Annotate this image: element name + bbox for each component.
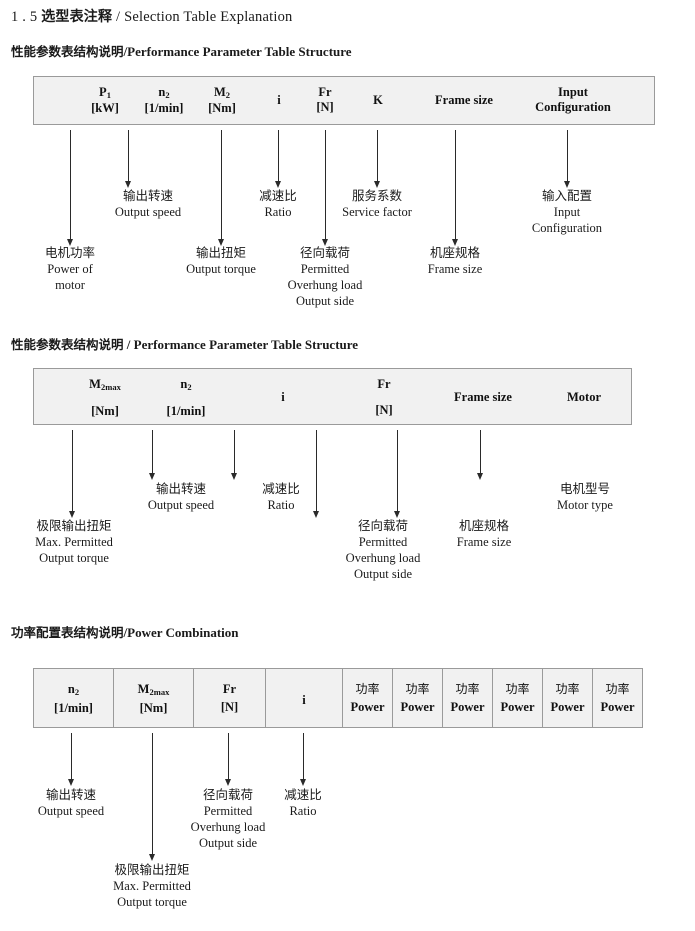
note-overhung-load-3: 径向载荷 Permitted Overhung load Output side (190, 787, 266, 850)
table3-col-power-1: 功率 Power (350, 682, 385, 714)
table3-col-m2max: M2max [Nm] (137, 682, 170, 715)
table1-col-i: i (277, 93, 281, 107)
note-motor-type: 电机型号 Motor type (557, 481, 613, 512)
arrow-to-note-overhung-load (321, 130, 330, 246)
table3-col-fr: Fr [N] (220, 682, 239, 714)
table3-col-power-2: 功率 Power (400, 682, 435, 714)
arrow-to-note-max-permitted-output-torque (68, 430, 77, 518)
section-1-heading: 性能参数表结构说明/Performance Parameter Table St… (11, 41, 352, 60)
page-title-separator: / (116, 9, 121, 25)
note-max-permitted-output-torque: 极限输出扭矩 Max. Permitted Output torque (35, 518, 113, 565)
note-max-permitted-output-torque-3: 极限输出扭矩 Max. Permitted Output torque (113, 862, 191, 909)
note-output-speed-2: 输出转速 Output speed (147, 481, 215, 512)
table3-divider-3 (265, 669, 266, 727)
arrow-to-note-ratio-3 (299, 733, 308, 786)
section-2-heading-en: Performance Parameter Table Structure (133, 337, 359, 352)
section-1-heading-en: Performance Parameter Table Structure (127, 44, 352, 59)
table3-divider-4 (342, 669, 343, 727)
note-output-speed: 输出转速 Output speed (114, 188, 182, 219)
table2-col-frame-size: Frame size (454, 390, 512, 404)
table3-divider-9 (592, 669, 593, 727)
table2-col-m2max: M2max [Nm] (89, 377, 121, 418)
section-3-heading-en: Power Combination (127, 625, 239, 640)
table1-col-n2: n2 [1/min] (144, 85, 184, 115)
note-output-speed-3: 输出转速 Output speed (37, 787, 105, 818)
arrow-to-note-frame-size-2 (393, 430, 402, 518)
section-2-heading: 性能参数表结构说明 / Performance Parameter Table … (11, 334, 358, 353)
arrow-to-note-motor-type (476, 430, 485, 480)
table2-col-i: i (281, 390, 285, 404)
section-2-heading-cn: 性能参数表结构说明 (11, 337, 124, 352)
table2-col-n2: n2 [1/min] (166, 377, 206, 418)
arrow-to-note-ratio (274, 130, 283, 188)
arrow-to-note-power-of-motor (66, 130, 75, 246)
section-1-heading-separator: / (123, 44, 128, 59)
note-input-configuration: 输入配置 Input Configuration (531, 188, 603, 235)
arrow-to-note-max-permitted-output-torque-3 (148, 733, 157, 861)
performance-parameter-table-2: M2max [Nm] n2 [1/min] i Fr [N] Frame siz… (33, 368, 632, 425)
arrow-to-note-output-speed (124, 130, 133, 188)
arrow-to-note-output-speed-3 (67, 733, 76, 786)
note-power-of-motor: 电机功率 Power of motor (44, 245, 96, 292)
performance-parameter-table-1: P1 [kW] n2 [1/min] M2 [Nm] i Fr [N] K Fr… (33, 76, 655, 125)
table1-col-frame-size: Frame size (435, 93, 493, 107)
table2-col-fr: Fr [N] (375, 377, 393, 417)
note-ratio-2: 减速比 Ratio (262, 481, 300, 512)
table3-col-power-4: 功率 Power (500, 682, 535, 714)
note-ratio: 减速比 Ratio (259, 188, 297, 219)
table2-col-motor: Motor (566, 390, 601, 404)
page-title: 1 . 5 选型表注释 / Selection Table Explanatio… (11, 6, 293, 26)
note-overhung-load: 径向载荷 Permitted Overhung load Output side (287, 245, 363, 308)
note-ratio-3: 减速比 Ratio (284, 787, 322, 818)
note-service-factor: 服务系数 Service factor (342, 188, 412, 219)
arrow-to-note-input-configuration (563, 130, 572, 188)
power-combination-table: n2 [1/min] M2max [Nm] Fr [N] i 功率 Power … (33, 668, 643, 728)
table3-col-power-3: 功率 Power (450, 682, 485, 714)
table1-col-k: K (373, 93, 383, 107)
arrow-to-note-output-speed-2 (148, 430, 157, 480)
arrow-to-note-overhung-load-2 (312, 430, 321, 518)
table3-divider-2 (193, 669, 194, 727)
page-title-en: Selection Table Explanation (124, 9, 293, 25)
section-3-heading-cn: 功率配置表结构说明 (11, 625, 124, 640)
note-frame-size: 机座规格 Frame size (427, 245, 483, 276)
section-1-heading-cn: 性能参数表结构说明 (11, 44, 124, 59)
table3-col-power-6: 功率 Power (600, 682, 635, 714)
table1-col-p1: P1 [kW] (91, 85, 119, 115)
table1-col-fr: Fr [N] (316, 85, 334, 114)
table3-divider-5 (392, 669, 393, 727)
arrow-to-note-frame-size (451, 130, 460, 246)
table3-divider-1 (113, 669, 114, 727)
note-overhung-load-2: 径向载荷 Permitted Overhung load Output side (345, 518, 421, 581)
arrow-to-note-output-torque (217, 130, 226, 246)
table3-divider-6 (442, 669, 443, 727)
section-2-heading-separator: / (126, 337, 131, 352)
section-3-heading: 功率配置表结构说明/Power Combination (11, 622, 239, 641)
section-3-heading-separator: / (123, 625, 128, 640)
page-title-cn: 选型表注释 (41, 9, 113, 25)
arrow-to-note-ratio-2 (230, 430, 239, 480)
arrow-to-note-service-factor (373, 130, 382, 188)
table3-divider-8 (542, 669, 543, 727)
table3-col-i: i (302, 693, 306, 707)
note-frame-size-2: 机座规格 Frame size (456, 518, 512, 549)
table3-col-n2: n2 [1/min] (54, 682, 93, 715)
table3-col-power-5: 功率 Power (550, 682, 585, 714)
note-output-torque: 输出扭矩 Output torque (186, 245, 256, 276)
arrow-to-note-overhung-load-3 (224, 733, 233, 786)
section-number: 1 . 5 (11, 9, 38, 25)
table1-col-m2: M2 [Nm] (208, 85, 236, 115)
table3-divider-7 (492, 669, 493, 727)
table1-col-input-configuration: Input Configuration (535, 85, 611, 114)
